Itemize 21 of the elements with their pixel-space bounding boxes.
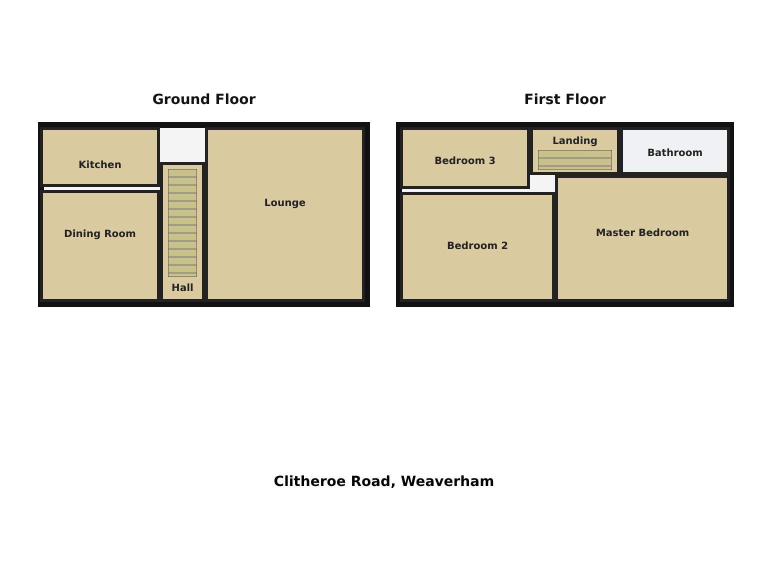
room [160,162,205,302]
room-label: Bedroom 2 [446,241,510,253]
room [400,192,555,302]
floor-heading: Ground Floor [151,92,257,108]
room-label: Bedroom 3 [433,156,497,168]
room-label: Bathroom [646,148,704,160]
room [40,190,160,302]
caption: Clitheroe Road, Weaverham [272,474,496,490]
room-label: Master Bedroom [594,228,690,240]
floor-heading: First Floor [523,92,607,108]
room-label: Hall [170,283,194,295]
room-label: Kitchen [78,160,122,172]
room [555,175,730,302]
room [40,127,160,187]
room [400,127,530,189]
room [530,127,620,175]
room-label: Landing [551,136,599,148]
room [205,127,365,302]
room [620,127,730,175]
room-label: Dining Room [63,229,137,241]
room-label: Lounge [263,198,307,210]
